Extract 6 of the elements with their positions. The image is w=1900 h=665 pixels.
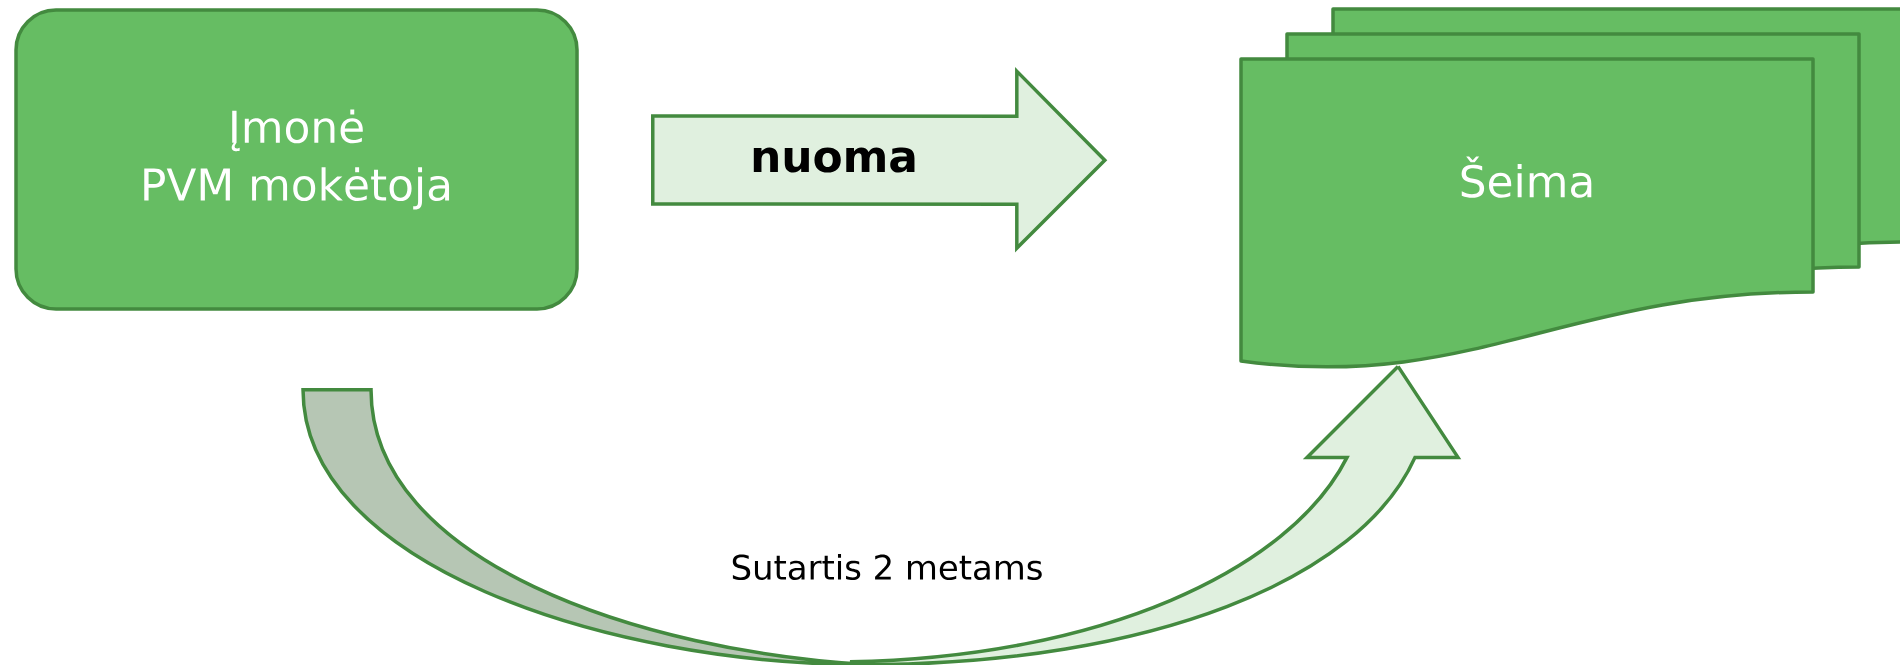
- edge-label: nuoma: [748, 145, 920, 175]
- document-stack: Šeima: [1239, 7, 1900, 369]
- edge-label: Sutartis 2 metams: [728, 551, 1046, 583]
- block-arrow: [651, 66, 1108, 253]
- rounded-box: Įmonė PVM mokėtoja: [14, 8, 579, 311]
- curved-arrow: [301, 364, 1460, 665]
